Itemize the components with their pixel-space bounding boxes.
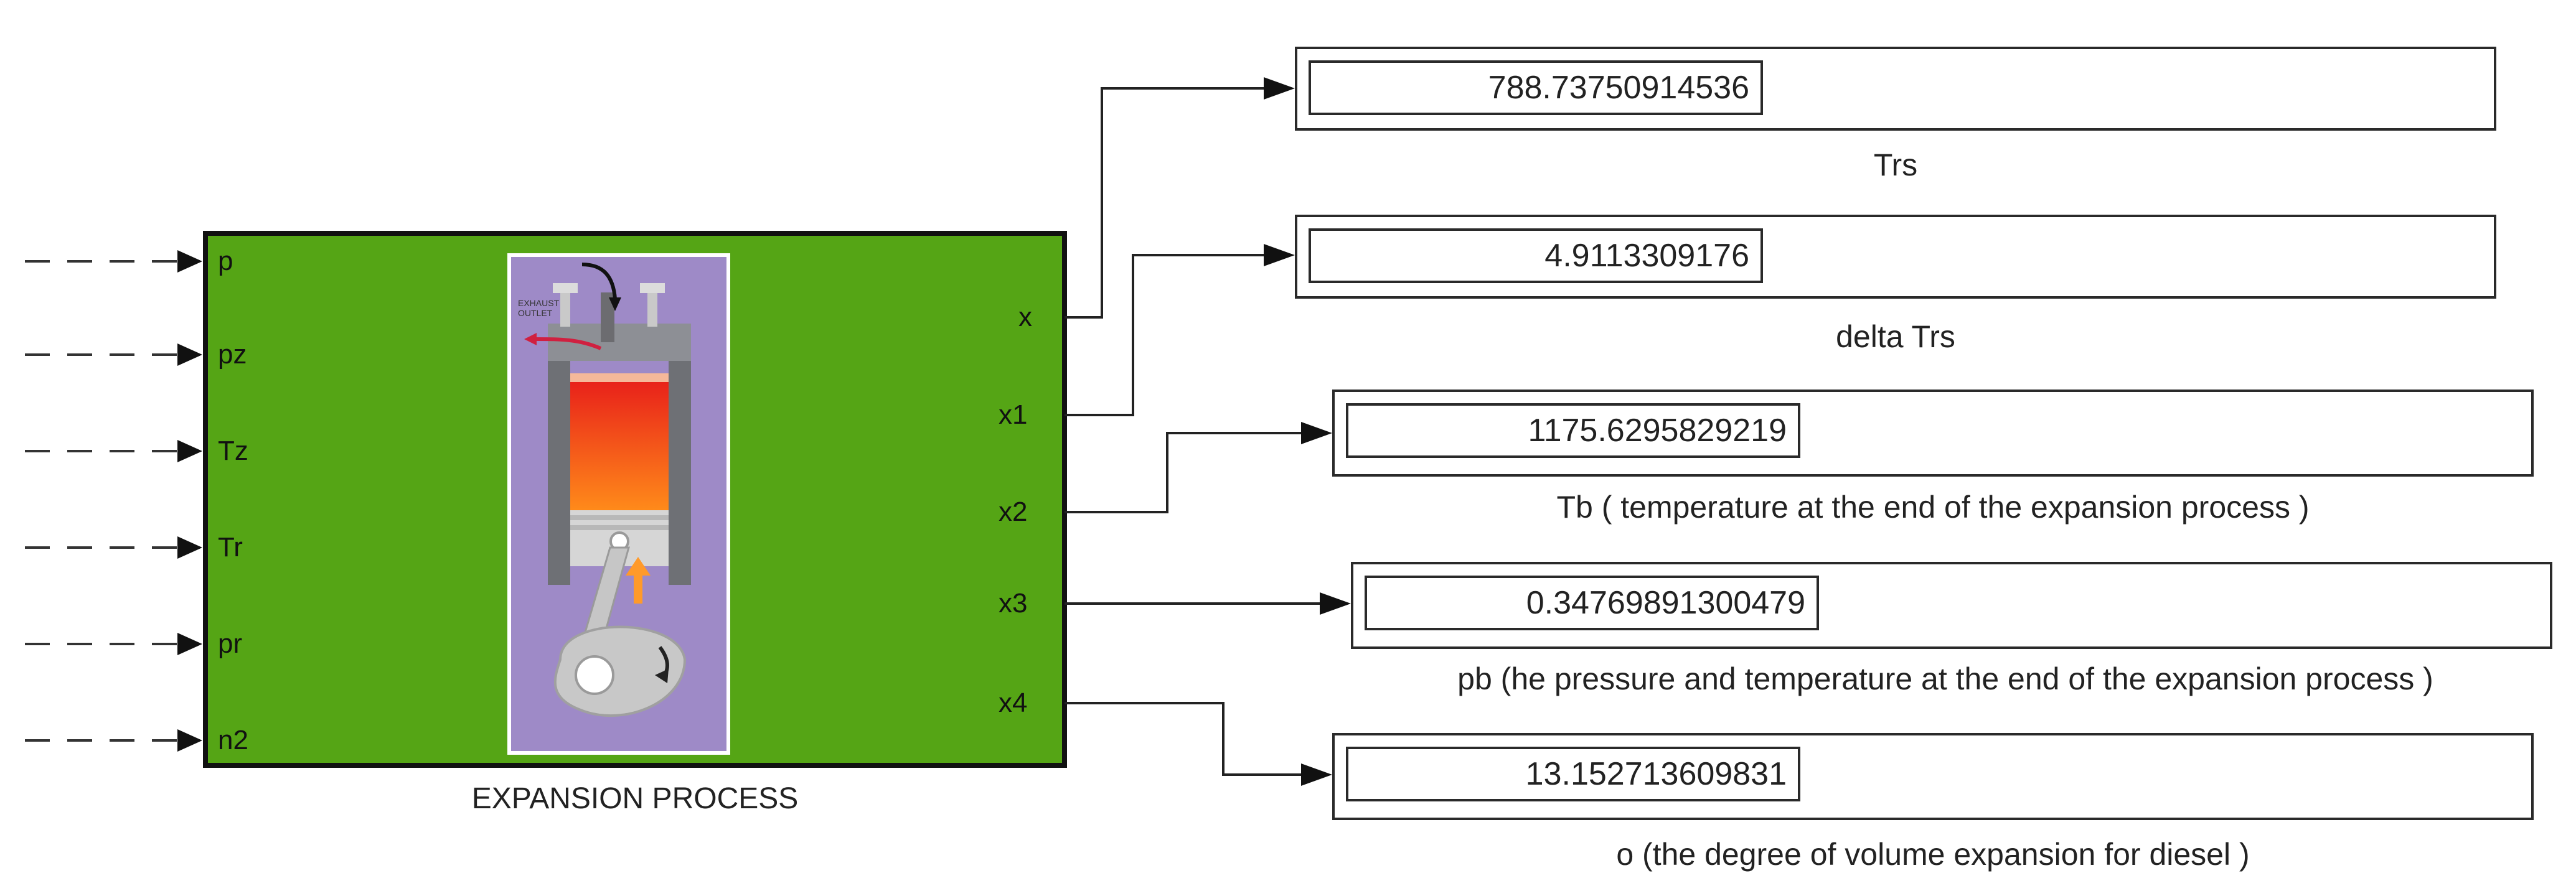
output-port-x3: x3 [999,588,1028,618]
display-block-pb[interactable]: 0.34769891300479 [1351,562,2552,649]
display-value: 788.73750914536 [1309,60,1763,115]
wire-x [1065,87,1270,319]
input-arrowheads [177,250,202,752]
display-value: 13.152713609831 [1346,747,1800,801]
arrowhead-pz [177,343,202,366]
display-block-delta-trs[interactable]: 4.9113309176 [1295,215,2496,299]
display-value: 4.9113309176 [1309,228,1763,283]
outlet-text: OUTLET [518,308,553,318]
output-arrowheads [1264,77,1351,786]
arrowhead-p [177,250,202,273]
display-value: 0.34769891300479 [1365,576,1819,630]
block-title: EXPANSION PROCESS [471,782,799,815]
arrowhead-n2 [177,729,202,752]
input-signal-lines [25,260,187,742]
display-block-o[interactable]: 13.152713609831 [1332,733,2534,820]
display-block-trs[interactable]: 788.73750914536 [1295,47,2496,131]
arrowhead-x3 [1320,592,1351,615]
input-port-pz: pz [218,339,247,370]
arrowhead-x2 [1301,422,1332,444]
engine-cylinder-icon: EXHAUST OUTLET [507,253,730,755]
arrowhead-pr [177,633,202,655]
wire-x2 [1065,432,1307,513]
arrowhead-x [1264,77,1295,100]
output-wires [1065,87,1326,776]
output-port-x4: x4 [999,688,1028,718]
display-label-pb: pb (he pressure and temperature at the e… [1457,661,2433,696]
arrowhead-x4 [1301,763,1332,786]
display-label-tb: Tb ( temperature at the end of the expan… [1556,490,2310,525]
output-port-x1: x1 [999,399,1028,430]
input-port-Tr: Tr [218,532,243,562]
output-port-x2: x2 [999,497,1028,527]
output-port-x: x [1018,302,1032,332]
arrowhead-x1 [1264,244,1295,266]
exhaust-text: EXHAUST [518,298,560,308]
input-port-p: p [218,246,233,276]
input-port-pr: pr [218,628,243,659]
input-port-Tz: Tz [218,436,248,466]
display-block-tb[interactable]: 1175.6295829219 [1332,390,2534,477]
display-value: 1175.6295829219 [1346,403,1800,458]
display-label-trs: Trs [1873,147,1918,182]
display-label-delta-trs: delta Trs [1836,319,1955,354]
wire-x4 [1065,702,1307,776]
arrowhead-Tr [177,536,202,559]
input-port-n2: n2 [218,725,248,755]
wire-x1 [1065,254,1270,416]
display-label-o: o (the degree of volume expansion for di… [1616,837,2250,872]
arrowhead-Tz [177,440,202,462]
